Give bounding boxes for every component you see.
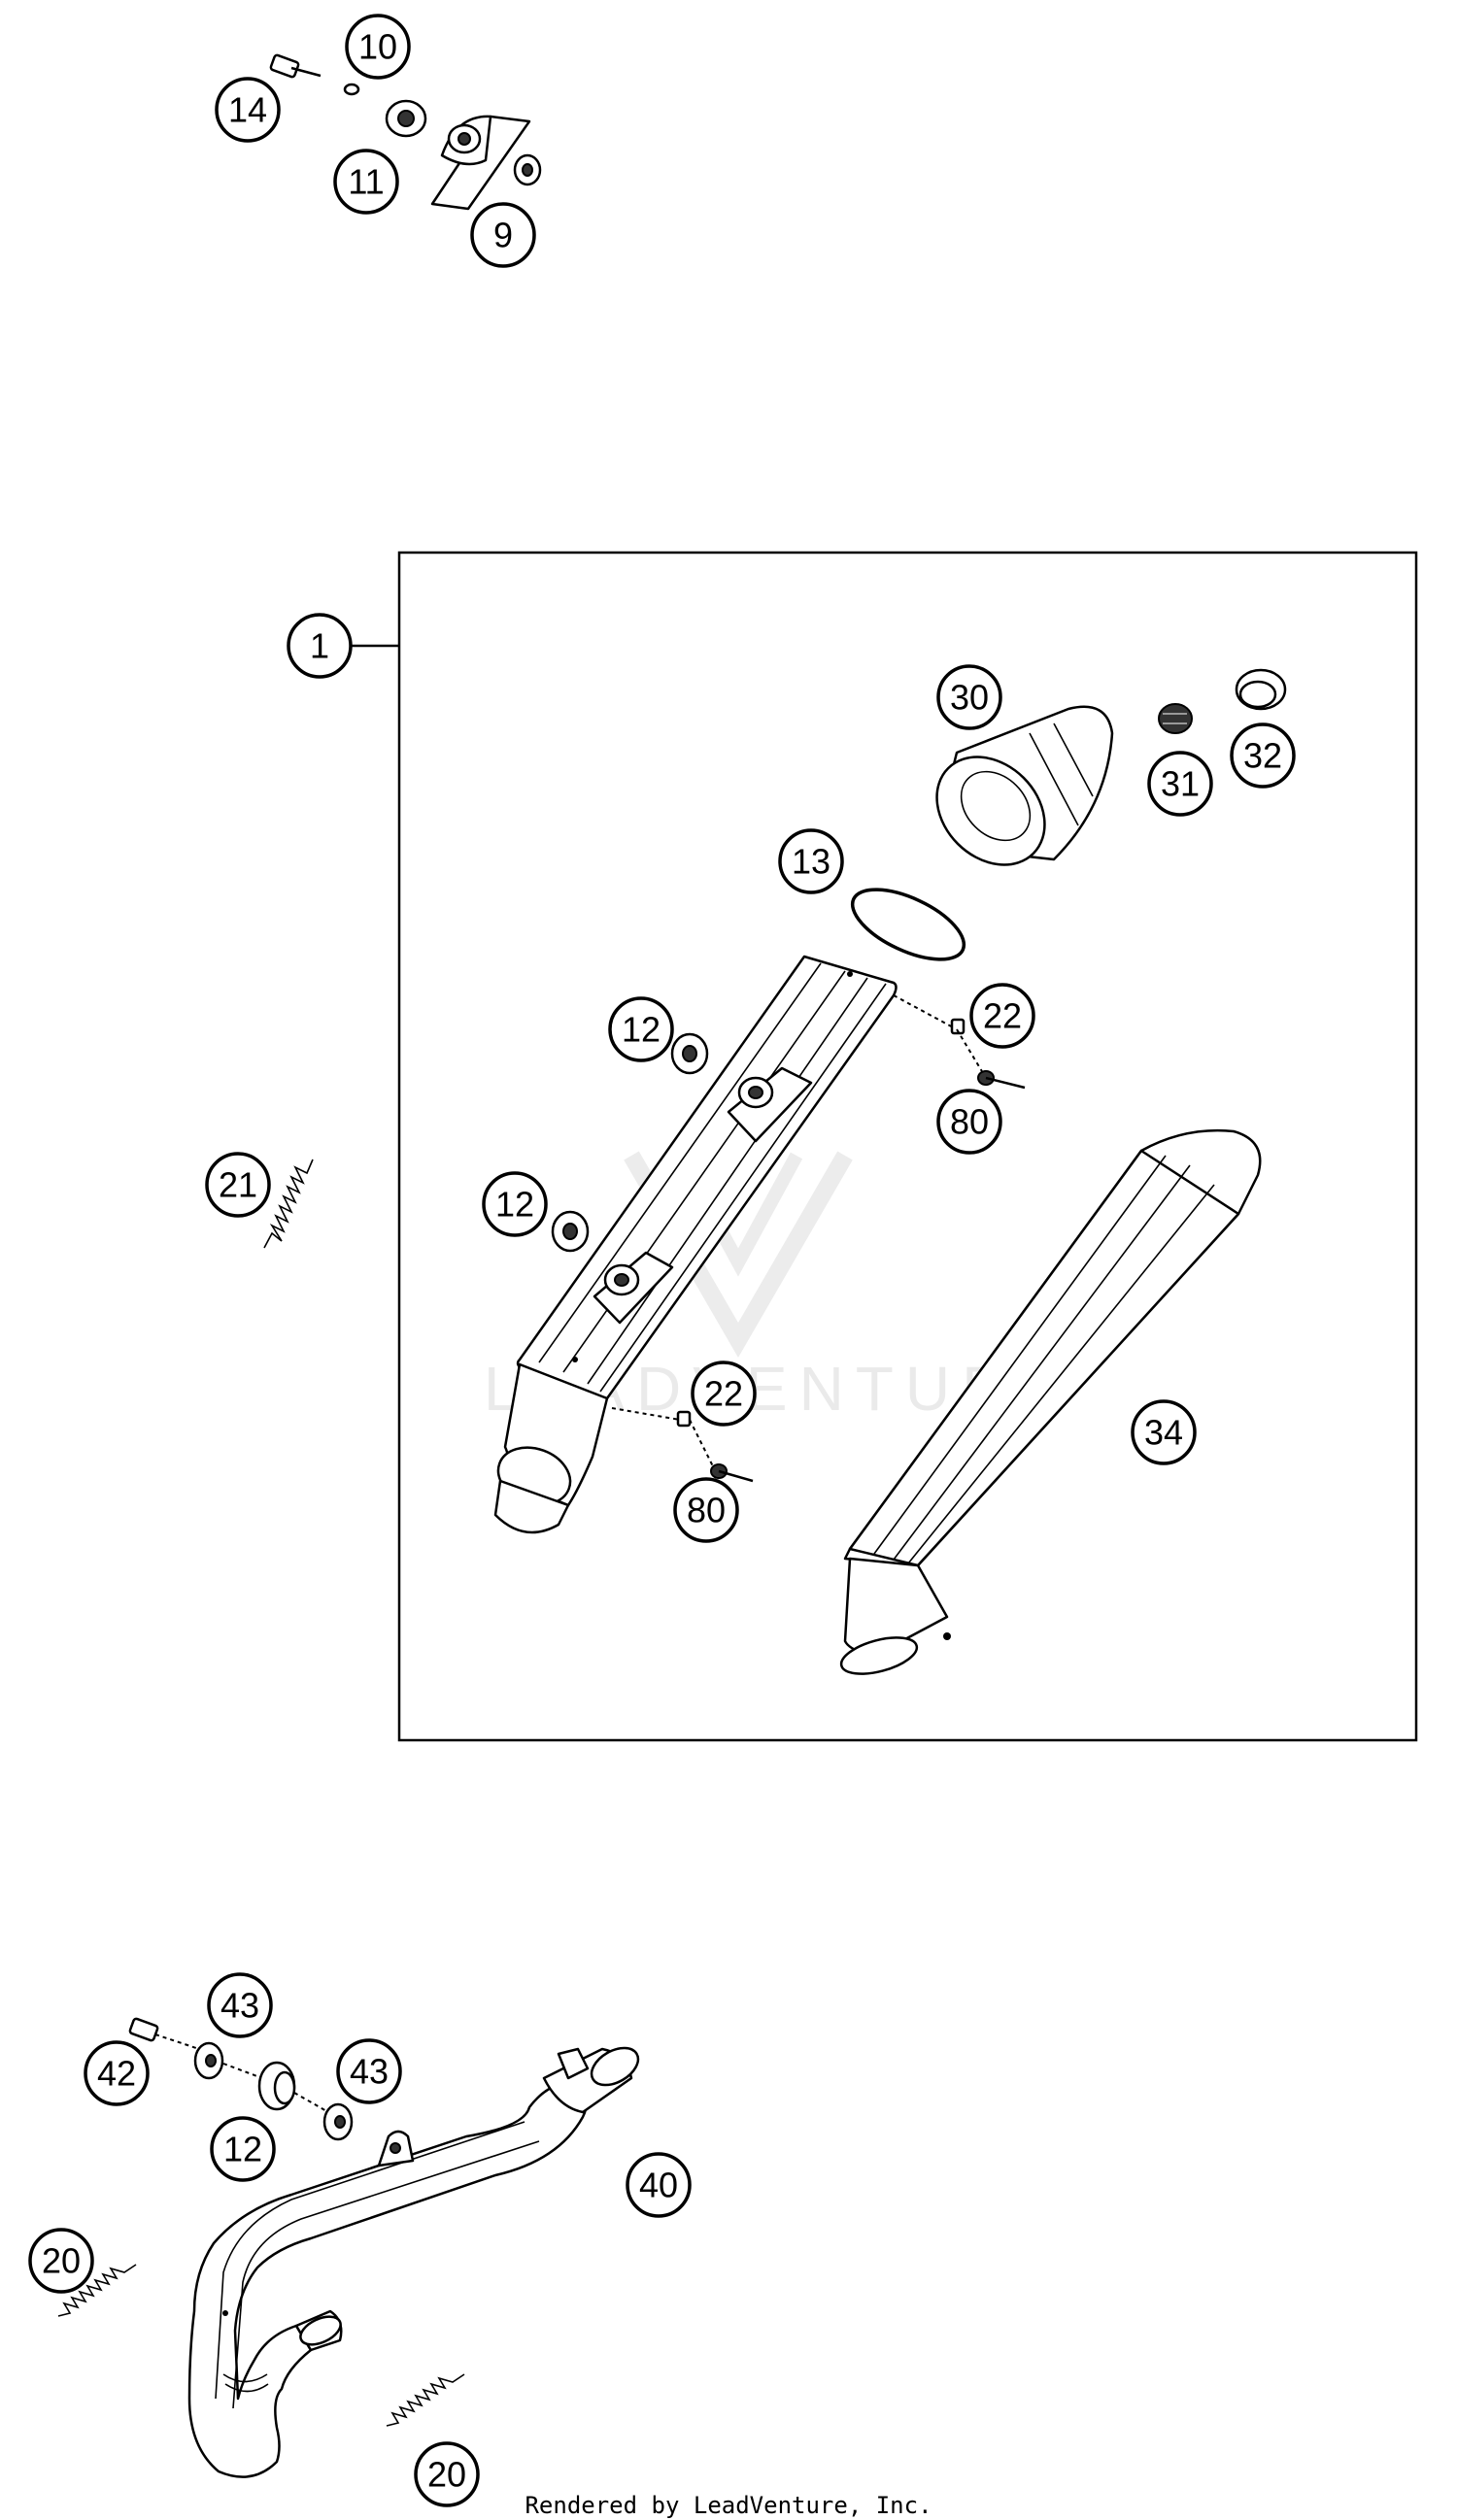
callout-80-lower[interactable]: 80 xyxy=(673,1477,739,1543)
silencer-assembly-frame xyxy=(397,551,1418,1742)
svg-text:34: 34 xyxy=(1144,1413,1183,1453)
callout-22-lower[interactable]: 22 xyxy=(691,1361,757,1427)
render-credit: Rendered by LeadVenture, Inc. xyxy=(525,2492,932,2519)
callout-11[interactable]: 11 xyxy=(333,149,399,215)
svg-text:80: 80 xyxy=(950,1102,989,1142)
callout-43-right[interactable]: 43 xyxy=(336,2038,402,2104)
part-bracket xyxy=(430,115,531,211)
part-30-end-cap xyxy=(935,705,1114,866)
part-14-bolt xyxy=(269,53,322,79)
part-34-silencer-sleeve xyxy=(839,1128,1262,1675)
part-9-nut xyxy=(513,153,542,186)
callout-20-bottom[interactable]: 20 xyxy=(414,2441,480,2507)
callout-20-left[interactable]: 20 xyxy=(28,2228,94,2294)
callout-1[interactable]: 1 xyxy=(287,613,353,679)
svg-text:20: 20 xyxy=(427,2455,466,2495)
part-silencer-body xyxy=(493,955,898,1534)
callout-12-upper[interactable]: 12 xyxy=(608,996,674,1062)
callout-13[interactable]: 13 xyxy=(778,828,844,894)
callout-12-bottom[interactable]: 12 xyxy=(210,2116,276,2182)
part-43-washer-left xyxy=(193,2041,224,2080)
svg-text:32: 32 xyxy=(1243,736,1282,776)
part-13-gasket xyxy=(850,888,966,961)
callout-12-lower[interactable]: 12 xyxy=(482,1171,548,1237)
part-20-spring-left xyxy=(57,2264,137,2317)
svg-text:11: 11 xyxy=(348,162,384,202)
svg-text:9: 9 xyxy=(493,216,513,255)
svg-text:31: 31 xyxy=(1161,764,1200,804)
svg-text:20: 20 xyxy=(42,2241,81,2281)
part-31-mesh-insert xyxy=(1158,703,1193,734)
svg-text:12: 12 xyxy=(622,1010,661,1050)
svg-text:21: 21 xyxy=(219,1165,257,1205)
callout-32[interactable]: 32 xyxy=(1230,722,1296,789)
callout-22-upper[interactable]: 22 xyxy=(969,983,1035,1049)
callout-40[interactable]: 40 xyxy=(626,2152,692,2218)
svg-text:22: 22 xyxy=(704,1374,743,1414)
part-80-rivet-upper xyxy=(956,1028,1026,1090)
part-40-header-pipe xyxy=(187,2046,640,2478)
svg-text:43: 43 xyxy=(220,1986,259,2026)
part-12-grommet-lower xyxy=(551,1210,590,1253)
part-21-spring xyxy=(263,1159,314,1249)
part-43-washer-right xyxy=(322,2102,354,2141)
part-12-grommet-bottom xyxy=(257,2061,296,2111)
top-bracket-assembly xyxy=(269,53,542,211)
svg-text:13: 13 xyxy=(792,842,830,882)
svg-text:12: 12 xyxy=(495,1185,534,1225)
svg-text:1: 1 xyxy=(310,626,329,666)
part-32-ring xyxy=(1235,668,1287,711)
callout-30[interactable]: 30 xyxy=(936,664,1002,730)
svg-text:12: 12 xyxy=(223,2130,262,2169)
part-12-grommet-upper xyxy=(670,1032,709,1075)
svg-text:43: 43 xyxy=(350,2052,389,2092)
callout-14[interactable]: 14 xyxy=(215,77,281,143)
svg-text:14: 14 xyxy=(228,90,267,130)
callout-34[interactable]: 34 xyxy=(1131,1399,1197,1465)
part-10-washer xyxy=(343,83,360,96)
callout-21[interactable]: 21 xyxy=(205,1152,271,1218)
part-22-screw-lower xyxy=(611,1407,692,1428)
callout-43-top[interactable]: 43 xyxy=(207,1972,273,2038)
callout-80-upper[interactable]: 80 xyxy=(936,1089,1002,1155)
part-20-spring-bottom xyxy=(386,2373,465,2427)
svg-text:42: 42 xyxy=(97,2054,136,2094)
svg-text:80: 80 xyxy=(687,1491,726,1530)
header-mount-hardware xyxy=(128,2017,354,2141)
svg-text:10: 10 xyxy=(358,27,397,67)
part-22-screw-upper xyxy=(893,994,966,1035)
part-11-grommet xyxy=(385,99,427,138)
svg-text:40: 40 xyxy=(639,2166,678,2205)
callout-42[interactable]: 42 xyxy=(84,2040,150,2106)
svg-text:30: 30 xyxy=(950,678,989,718)
part-80-rivet-lower xyxy=(689,1419,754,1483)
callout-10[interactable]: 10 xyxy=(345,14,411,80)
svg-text:22: 22 xyxy=(983,996,1022,1036)
callout-9[interactable]: 9 xyxy=(470,202,536,268)
callout-31[interactable]: 31 xyxy=(1147,751,1213,817)
